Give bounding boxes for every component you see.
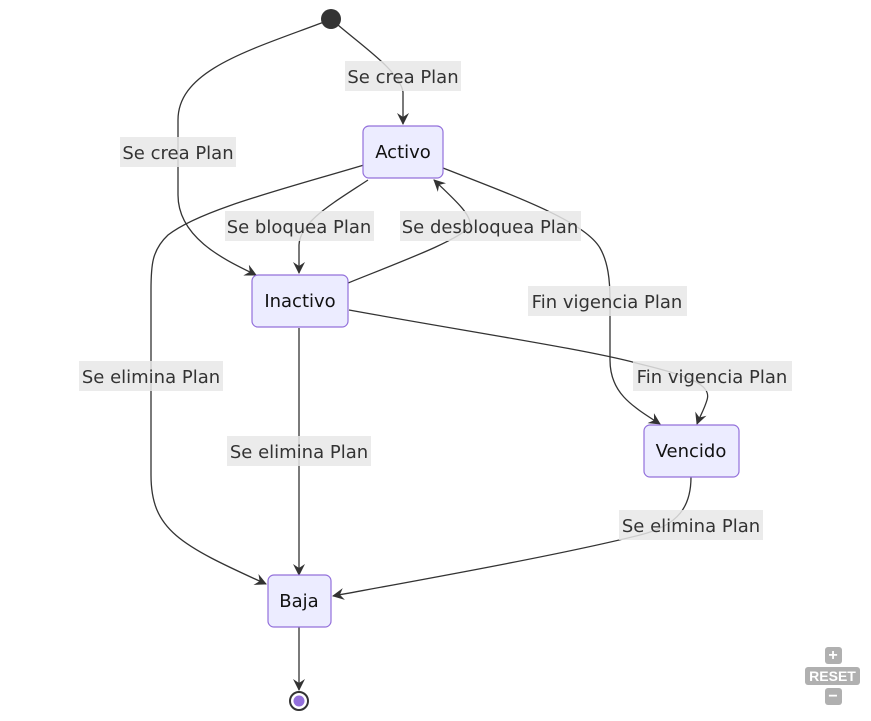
edge-label-text: Se crea Plan — [122, 143, 233, 164]
edge-label-text: Fin vigencia Plan — [532, 292, 683, 313]
edge-label: Se crea Plan — [120, 137, 236, 167]
edge-label-text: Se elimina Plan — [622, 516, 760, 537]
edge-label: Se elimina Plan — [619, 510, 763, 540]
final-state — [289, 691, 309, 711]
initial-state-dot — [321, 9, 341, 29]
state-activo[interactable]: Activo — [362, 125, 444, 179]
state-baja[interactable]: Baja — [267, 574, 332, 628]
edge-label-text: Se desbloquea Plan — [402, 217, 579, 238]
edge-label: Se crea Plan — [345, 61, 461, 91]
state-label: Baja — [279, 591, 318, 612]
state-label: Activo — [375, 142, 431, 163]
plus-icon: + — [828, 647, 838, 664]
zoom-in-button[interactable]: + — [824, 647, 842, 664]
edge-activo-baja — [150, 164, 365, 585]
edge-label: Se elimina Plan — [79, 361, 223, 391]
edge-label: Se bloquea Plan — [225, 211, 374, 241]
state-vencido[interactable]: Vencido — [643, 424, 740, 478]
zoom-out-button[interactable]: − — [824, 688, 842, 705]
edge-activo-vencido — [442, 167, 661, 425]
edge-vencido-baja — [332, 476, 692, 600]
edge-label-text: Fin vigencia Plan — [637, 367, 788, 388]
edge-label: Se elimina Plan — [227, 436, 371, 466]
state-label: Inactivo — [264, 291, 335, 312]
edge-start-inactivo — [177, 21, 325, 276]
reset-button[interactable]: RESET — [805, 667, 860, 685]
zoom-controls: + RESET − — [805, 647, 861, 705]
edge-label-text: Se bloquea Plan — [227, 217, 372, 238]
edge-label-text: Se crea Plan — [347, 67, 458, 88]
minus-icon: − — [828, 688, 838, 705]
state-label: Vencido — [656, 441, 727, 462]
edge-label: Fin vigencia Plan — [633, 361, 792, 391]
edge-label-text: Se elimina Plan — [82, 367, 220, 388]
edge-label: Se desbloquea Plan — [400, 211, 581, 241]
edge-label: Fin vigencia Plan — [528, 286, 687, 316]
edge-label-text: Se elimina Plan — [230, 442, 368, 463]
state-inactivo[interactable]: Inactivo — [251, 274, 349, 328]
